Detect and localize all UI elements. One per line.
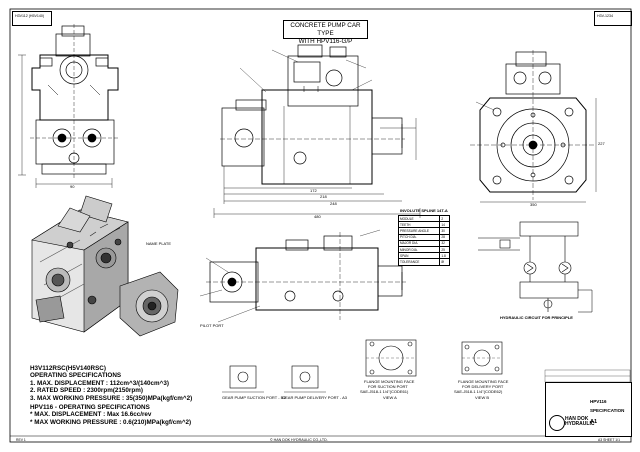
spline-title: INVOLUTE SPLINE 14T-A xyxy=(400,208,448,213)
drawing-title-line1: CONCRETE PUMP CAR TYPE xyxy=(290,22,361,37)
dim-172: 172 xyxy=(310,188,317,193)
flange-suction-l2: FOR SUCTION PORT xyxy=(368,384,408,389)
front-view-left xyxy=(18,24,119,188)
operating-specifications: H3V112RSC(H5V140RSC) OPERATING SPECIFICA… xyxy=(30,365,192,426)
top-right-code-box: H3V-1234 xyxy=(594,11,632,26)
spec-model: H3V112RSC(H5V140RSC) xyxy=(30,365,106,372)
spec-line-3: 3. MAX WORKING PRESSURE : 35(350)MPa(kgf… xyxy=(30,394,193,402)
right-end-view xyxy=(470,50,597,203)
hydraulic-circuit xyxy=(478,221,593,313)
view-a-label: VIEW A xyxy=(383,395,397,400)
brand-line-1: HAN DOK xyxy=(565,416,589,422)
bottom-side-view xyxy=(199,229,406,323)
spec-line-2: 2. RATED SPEED : 2300rpm(2150rpm) xyxy=(30,387,143,395)
flange-delivery-l3: SAE-J518-1 1/4"(CODE62) xyxy=(454,389,503,394)
spec-header: OPERATING SPECIFICATIONS xyxy=(30,372,122,380)
nameplate-label: NAME PLATE xyxy=(146,241,172,246)
gear-delivery-label: GEAR PUMP DELIVERY PORT - A3 xyxy=(282,395,347,400)
top-left-code-box: H3V112 (H5V140) xyxy=(12,11,52,26)
footer-center: © HAN DOK HYDRAULIC CO.,LTD. xyxy=(270,438,328,442)
title-block: HPV116 SPECIFICATION HAN DOK HYDRAULIC A… xyxy=(545,382,632,437)
dim-350: 350 xyxy=(530,202,537,207)
dim-total: 480 xyxy=(314,214,321,219)
top-left-code: H3V112 (H5V140) xyxy=(15,14,45,18)
titleblock-hpv: HPV116 xyxy=(590,399,607,404)
pilot-port-label: PILOT PORT xyxy=(200,323,224,328)
titleblock-code: A1 xyxy=(590,419,598,425)
flange-suction-l3: SAE-J518-1 1/4"(CODE61) xyxy=(360,389,409,394)
dim-90: 90 xyxy=(70,184,75,189)
drawing-title-box: CONCRETE PUMP CAR TYPE WITH HPV116-G/P xyxy=(283,20,368,45)
spec-line-1: 1. MAX. DISPLACEMENT : 112cm^3/(140cm^3) xyxy=(30,379,169,387)
footer-right: A3 SHEET 1/1 xyxy=(598,438,620,442)
flange-delivery-l1: FLANGE MOUNTING FACE xyxy=(458,379,509,384)
dim-227: 227 xyxy=(598,141,605,146)
flange-suction-l1: FLANGE MOUNTING FACE xyxy=(364,379,415,384)
hpv-line-1: * MAX. DISPLACEMENT : Max 16.6cc/rev xyxy=(30,411,152,419)
drawing-title-line2: WITH HPV116-G/P xyxy=(298,38,353,45)
company-logo-icon xyxy=(549,415,565,431)
footer-left: REV 1 xyxy=(16,438,26,442)
circuit-title: HYDRAULIC CIRCUIT FOR PRINCIPLE xyxy=(500,315,573,320)
company-brand: HAN DOK HYDRAULIC xyxy=(565,417,594,427)
main-side-view xyxy=(213,44,421,218)
gear-suction-label: GEAR PUMP SUCTION PORT - B2 xyxy=(222,395,286,400)
dim-218: 218 xyxy=(320,194,327,199)
top-right-code: H3V-1234 xyxy=(597,14,613,18)
spline-key: TOLERANCE xyxy=(397,258,441,266)
hpv-line-2: * MAX WORKING PRESSURE : 0.6(210)MPa(kgf… xyxy=(30,418,192,426)
isometric-view xyxy=(31,195,179,337)
view-b-label: VIEW B xyxy=(475,395,490,400)
dim-248: 248 xyxy=(330,201,337,206)
spline-value: 8f xyxy=(439,258,450,266)
revision-grid xyxy=(544,369,631,383)
titleblock-spec: SPECIFICATION xyxy=(590,408,625,413)
brand-line-2: HYDRAULIC xyxy=(565,421,595,427)
hpv-header: HPV116 - OPERATING SPECIFICATIONS xyxy=(30,404,150,412)
flange-delivery-l2: FOR DELIVERY PORT xyxy=(462,384,504,389)
port-details xyxy=(222,339,503,393)
